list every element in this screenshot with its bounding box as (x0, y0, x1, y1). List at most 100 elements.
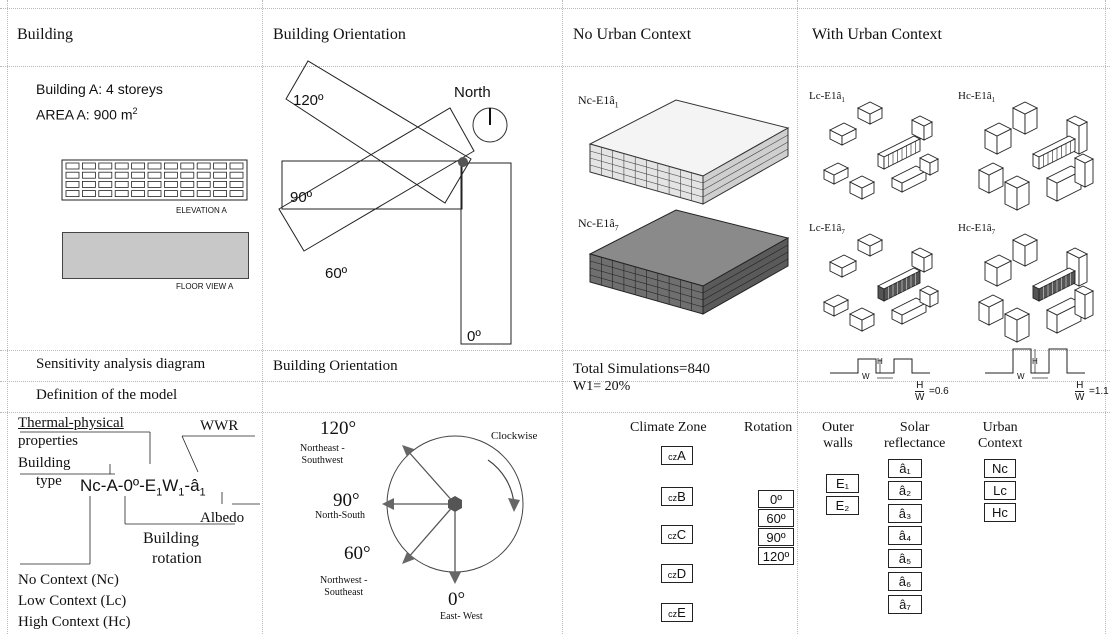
elevation-drawing (61, 159, 248, 201)
nc-e1a1-label: Nc-E1â1 (578, 93, 619, 110)
albedo-label: Albedo (200, 510, 245, 526)
climate-zone-box: czE (661, 603, 693, 622)
building-area: AREA A: 900 m2 (36, 106, 138, 123)
urban-context-low-light (822, 101, 940, 200)
urban-context-low-dark (822, 233, 940, 332)
rotation-box: 120º (758, 547, 794, 565)
solar-reflectance-box: â₁ (888, 459, 922, 478)
angle-120-label: 120º (293, 92, 324, 109)
climate-zone-box: czA (661, 446, 693, 465)
definition-title: Definition of the model (36, 387, 178, 403)
hw-section-low (830, 358, 930, 379)
solar-reflectance-box: â₄ (888, 526, 922, 545)
header-orientation: Building Orientation (273, 26, 406, 43)
building-type-label-1: Building (18, 455, 71, 471)
thermal-label-1: Thermal-physical (18, 415, 124, 431)
angle-60-label: 60º (325, 265, 348, 282)
urban-context-high-dark (977, 233, 1095, 343)
urban-context-box: Nc (984, 459, 1016, 478)
grid-line (562, 0, 563, 634)
hw-ratio-high-value: =1.1 (1089, 386, 1109, 397)
orientation-title-2: Building Orientation (273, 358, 398, 374)
context-nc: No Context (Nc) (18, 572, 119, 588)
grid-line (0, 412, 1110, 413)
header-no-urban: No Urban Context (573, 26, 692, 43)
floor-caption: FLOOR VIEW A (176, 282, 234, 291)
rotation-box: 0º (758, 490, 794, 508)
rotation-header: Rotation (744, 420, 793, 435)
compass-60-direction: Northwest -Southeast (320, 575, 368, 598)
rotation-box: 90º (758, 528, 794, 546)
hw-w-low: W (862, 372, 870, 381)
solar-reflectance-box: â₅ (888, 549, 922, 568)
hw-w-high: W (1017, 372, 1025, 381)
model-code: Nc-A-0º-E1W1-â1 (80, 476, 206, 499)
total-simulations: Total Simulations=840 (573, 361, 710, 377)
hc-e1a7-label: Hc-E1â7 (958, 222, 996, 237)
hw-h-high: H (1032, 357, 1038, 366)
orientation-diagram (278, 60, 512, 345)
building-model-dark (588, 209, 790, 315)
solar-reflectance-box: â₃ (888, 504, 922, 523)
solar-reflectance-box: â₆ (888, 572, 922, 591)
building-model-light (588, 99, 790, 205)
thermal-label-2: properties (18, 433, 78, 449)
grid-line (7, 0, 8, 634)
angle-90-label: 90º (290, 189, 313, 206)
wwr-label: WWR (200, 418, 239, 434)
compass-0-label: 0° (448, 589, 466, 610)
grid-line (797, 0, 798, 634)
hw-section-high (985, 348, 1085, 379)
model-code-connectors (20, 431, 260, 565)
building-type-label-2: type (36, 473, 62, 489)
context-lc: Low Context (Lc) (18, 593, 127, 609)
compass-60-label: 60° (344, 543, 371, 564)
angle-0-label: 0º (467, 328, 481, 345)
climate-zone-box: czD (661, 564, 693, 583)
wwr-value: W1= 20% (573, 379, 631, 394)
compass-diagram (382, 435, 524, 584)
lc-e1a7-label: Lc-E1â7 (809, 222, 845, 237)
header-with-urban: With Urban Context (812, 26, 942, 43)
lc-e1a1-label: Lc-E1â1 (809, 90, 845, 105)
hw-h-low: H (877, 357, 883, 366)
compass-90-direction: North-South (315, 510, 365, 521)
compass-90-label: 90° (333, 490, 360, 511)
climate-zone-box: czB (661, 487, 693, 506)
hc-e1a1-label: Hc-E1â1 (958, 90, 996, 105)
outer-wall-box: E₁ (826, 474, 859, 493)
urban-context-high-light (977, 101, 1095, 211)
urban-context-box: Hc (984, 503, 1016, 522)
climate-zone-box: czC (661, 525, 693, 544)
solar-reflectance-box: â₂ (888, 481, 922, 500)
north-label: North (454, 84, 491, 101)
compass-120-direction: Northeast -Southwest (300, 443, 345, 466)
context-hc: High Context (Hc) (18, 614, 131, 630)
urban-context-box: Lc (984, 481, 1016, 500)
clockwise-label: Clockwise (491, 430, 538, 442)
sensitivity-title: Sensitivity analysis diagram (36, 356, 206, 372)
hw-ratio-low-value: =0.6 (929, 386, 949, 397)
grid-line (0, 66, 1110, 67)
compass-120-label: 120° (320, 418, 357, 439)
rotation-box: 60º (758, 509, 794, 527)
rotation-label-1: Building (143, 530, 200, 547)
grid-line (1105, 0, 1106, 634)
grid-line (262, 0, 263, 634)
grid-line (0, 381, 1110, 382)
grid-line (0, 8, 1110, 9)
rotation-label-2: rotation (152, 550, 202, 567)
nc-e1a7-label: Nc-E1â7 (578, 216, 619, 233)
climate-zone-header: Climate Zone (630, 420, 707, 435)
header-building: Building (17, 26, 74, 43)
elevation-caption: ELEVATION A (176, 206, 227, 215)
floor-plan (62, 232, 249, 279)
compass-0-direction: East- West (440, 611, 483, 622)
grid-line (0, 350, 1110, 351)
outer-wall-box: E₂ (826, 496, 859, 515)
